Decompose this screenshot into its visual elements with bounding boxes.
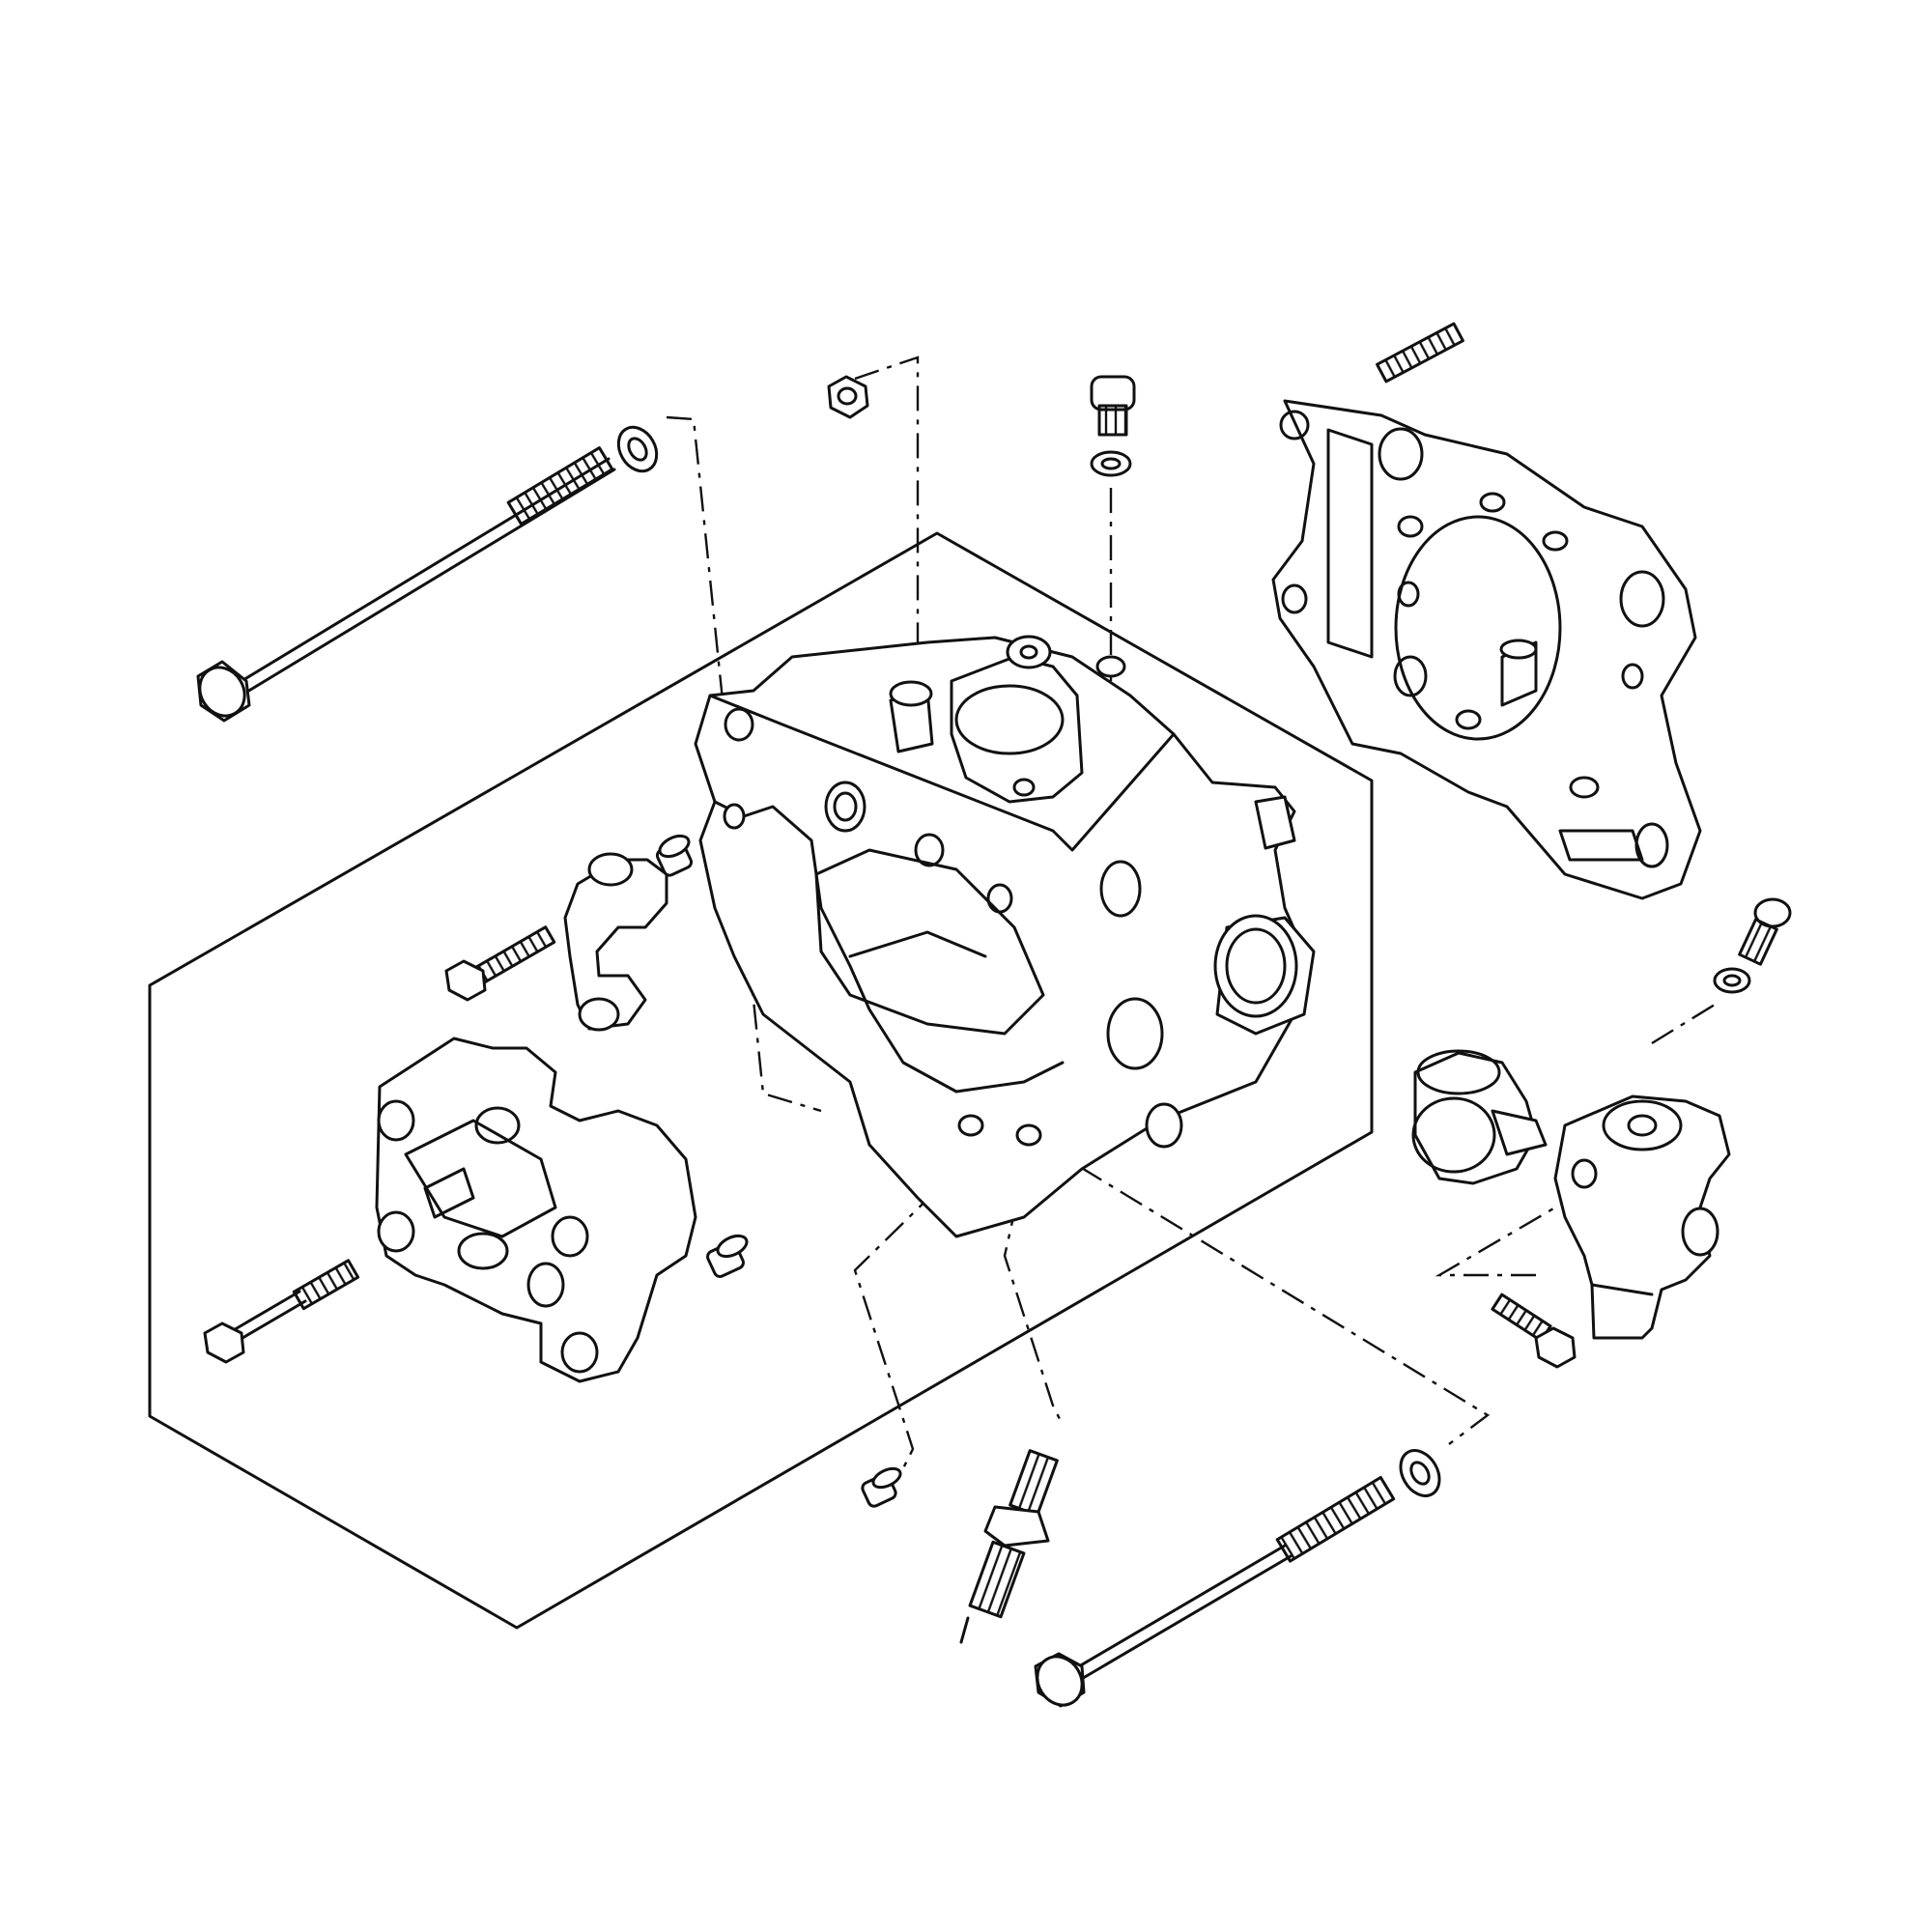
- dowel-pin-mid: [655, 834, 694, 877]
- dowel-pin-bottom: [861, 1466, 902, 1508]
- thermostat: [1411, 1049, 1548, 1185]
- water-outlet-housing: [1553, 1094, 1731, 1340]
- bolt-cam-cap: [444, 925, 556, 1002]
- cam-holder-block: [375, 1037, 697, 1383]
- bolt-water-outlet: [1491, 1293, 1577, 1369]
- cylinder-head-body: [694, 635, 1316, 1238]
- plug-bolt-top-center: [1090, 375, 1136, 477]
- nut-top: [827, 375, 869, 419]
- bolt-lower-left: [203, 1259, 360, 1364]
- stud-top-right: [1376, 322, 1464, 384]
- assembly-frame: [148, 531, 1374, 1630]
- washer-bottom-right: [1399, 1449, 1441, 1497]
- head-bolt-long-top: [196, 446, 616, 723]
- camshaft-cap: [563, 852, 668, 1032]
- plug-bolt-right: [1713, 897, 1792, 994]
- head-bolt-long-bottom: [1034, 1475, 1396, 1708]
- dowel-pin-lower: [706, 1234, 749, 1278]
- washer-top-left: [616, 425, 659, 473]
- cylinder-head-gasket: [1271, 399, 1702, 900]
- spark-plug: [959, 1449, 1059, 1644]
